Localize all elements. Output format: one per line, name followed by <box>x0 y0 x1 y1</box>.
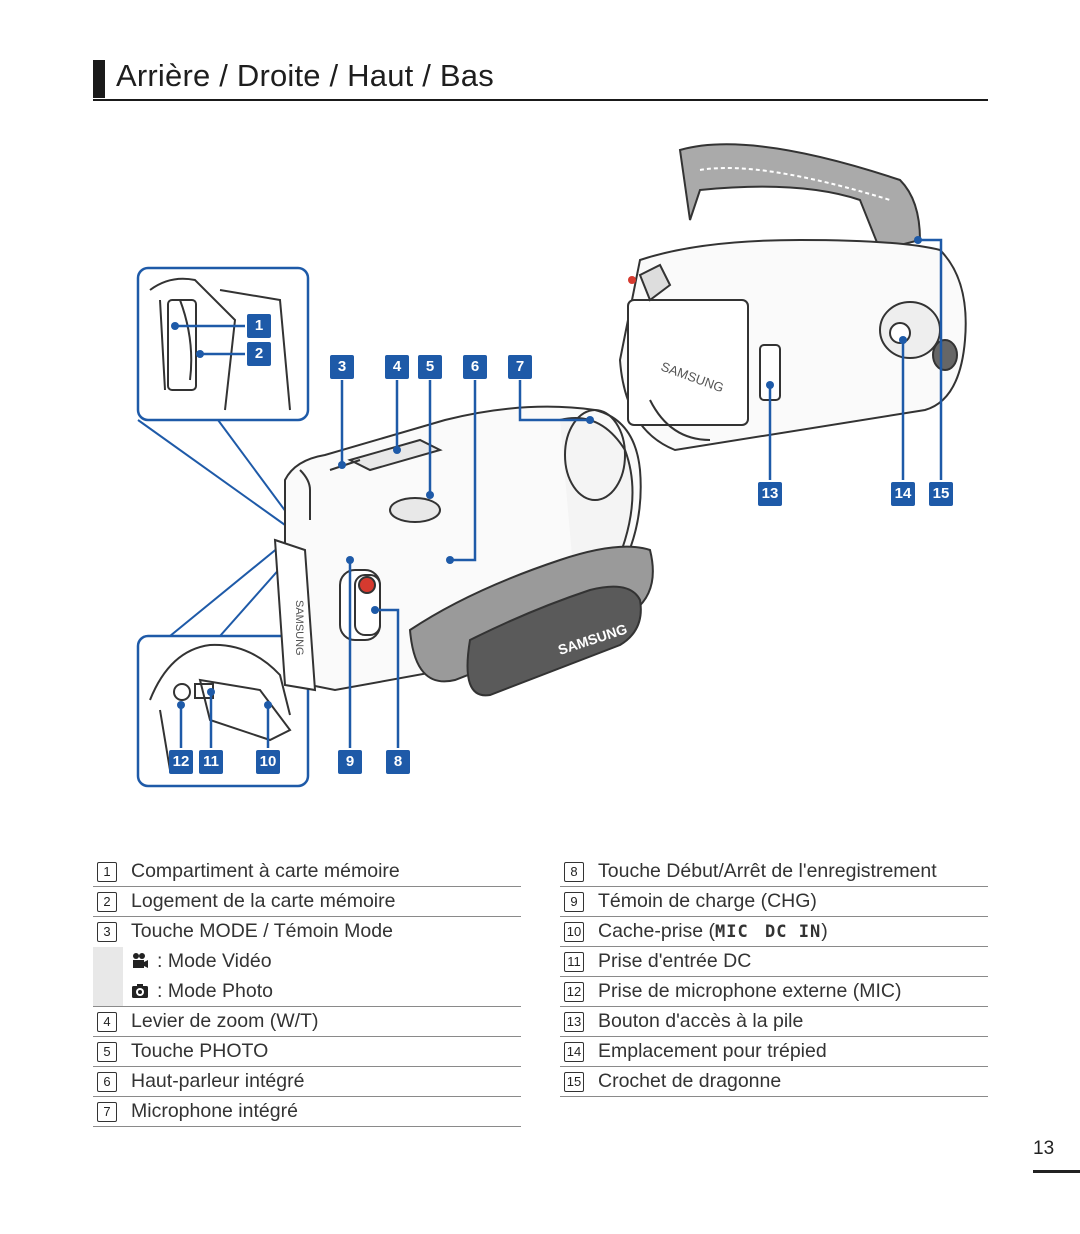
item-label: Emplacement pour trépied <box>598 1040 827 1062</box>
item-number: 11 <box>564 952 584 972</box>
item-label: Touche PHOTO <box>131 1040 269 1062</box>
mic-jack-label: MIC <box>715 922 749 942</box>
item-number: 1 <box>97 862 117 882</box>
svg-text:SAMSUNG: SAMSUNG <box>293 600 305 656</box>
legend-item: 5 Touche PHOTO <box>93 1037 521 1067</box>
legend-item: 4 Levier de zoom (W/T) <box>93 1007 521 1037</box>
photo-camera-icon <box>132 984 148 998</box>
item-number: 2 <box>97 892 117 912</box>
callout-1: 1 <box>247 314 271 338</box>
callout-6: 6 <box>463 355 487 379</box>
callout-13: 13 <box>758 482 782 506</box>
callout-15: 15 <box>929 482 953 506</box>
item-number: 5 <box>97 1042 117 1062</box>
item-number: 4 <box>97 1012 117 1032</box>
item-label: Levier de zoom (W/T) <box>131 1010 319 1032</box>
title-underline <box>93 99 988 101</box>
item-label: Touche MODE / Témoin Mode <box>131 920 393 942</box>
item-label: Logement de la carte mémoire <box>131 890 396 912</box>
item-number: 3 <box>97 922 117 942</box>
video-camera-icon <box>133 953 148 968</box>
callout-7: 7 <box>508 355 532 379</box>
item-number: 12 <box>564 982 584 1002</box>
item-number: 14 <box>564 1042 584 1062</box>
legend-item: 9 Témoin de charge (CHG) <box>560 887 988 917</box>
legend-subitem: : Mode Photo <box>93 977 521 1007</box>
legend-item: 13 Bouton d'accès à la pile <box>560 1007 988 1037</box>
item-label: : Mode Photo <box>157 980 273 1002</box>
legend-item: 12 Prise de microphone externe (MIC) <box>560 977 988 1007</box>
legend-left: 1 Compartiment à carte mémoire 2 Logemen… <box>93 857 521 1127</box>
legend-item: 8 Touche Début/Arrêt de l'enregistrement <box>560 857 988 887</box>
legend-item: 2 Logement de la carte mémoire <box>93 887 521 917</box>
legend-subitem: : Mode Vidéo <box>93 947 521 977</box>
item-label: Bouton d'accès à la pile <box>598 1010 804 1032</box>
item-label: Témoin de charge (CHG) <box>598 890 817 912</box>
legend-right: 8 Touche Début/Arrêt de l'enregistrement… <box>560 857 988 1097</box>
item-label: Prise de microphone externe (MIC) <box>598 980 902 1002</box>
item-number: 9 <box>564 892 584 912</box>
callout-12: 12 <box>169 750 193 774</box>
dc-in-jack-label: DC IN <box>765 922 822 942</box>
page-number: 13 <box>1033 1138 1055 1159</box>
item-label: Touche Début/Arrêt de l'enregistrement <box>598 860 937 882</box>
callout-3: 3 <box>330 355 354 379</box>
item-number: 13 <box>564 1012 584 1032</box>
item-number: 10 <box>564 922 584 942</box>
camcorder-illustration: SAMSUNG SAMSUNG SAMSUNG <box>136 143 967 788</box>
item-number: 15 <box>564 1072 584 1092</box>
item-label: Microphone intégré <box>131 1100 298 1122</box>
item-number: 6 <box>97 1072 117 1092</box>
item-label: : Mode Vidéo <box>157 950 272 972</box>
callout-11: 11 <box>199 750 223 774</box>
callout-14: 14 <box>891 482 915 506</box>
legend-item: 3 Touche MODE / Témoin Mode <box>93 917 521 947</box>
callout-5: 5 <box>418 355 442 379</box>
item-label: Haut-parleur intégré <box>131 1070 305 1092</box>
item-label: Prise d'entrée DC <box>598 950 752 972</box>
item-label: Compartiment à carte mémoire <box>131 860 400 882</box>
page-number-rule <box>1033 1170 1080 1173</box>
title-accent-bar <box>93 60 105 98</box>
legend-item: 11 Prise d'entrée DC <box>560 947 988 977</box>
callout-2: 2 <box>247 342 271 366</box>
callout-9: 9 <box>338 750 362 774</box>
page-title: Arrière / Droite / Haut / Bas <box>116 58 494 93</box>
legend-item: 15 Crochet de dragonne <box>560 1067 988 1097</box>
legend-item: 14 Emplacement pour trépied <box>560 1037 988 1067</box>
legend-item: 6 Haut-parleur intégré <box>93 1067 521 1097</box>
legend-item: 7 Microphone intégré <box>93 1097 521 1127</box>
callout-4: 4 <box>385 355 409 379</box>
item-label: Crochet de dragonne <box>598 1070 782 1092</box>
legend-item: 1 Compartiment à carte mémoire <box>93 857 521 887</box>
item-number: 8 <box>564 862 584 882</box>
legend-item: 10 Cache-prise (MIC DC IN) <box>560 917 988 947</box>
item-label: Cache-prise (MIC DC IN) <box>598 920 828 942</box>
callout-10: 10 <box>256 750 280 774</box>
item-number: 7 <box>97 1102 117 1122</box>
callout-8: 8 <box>386 750 410 774</box>
